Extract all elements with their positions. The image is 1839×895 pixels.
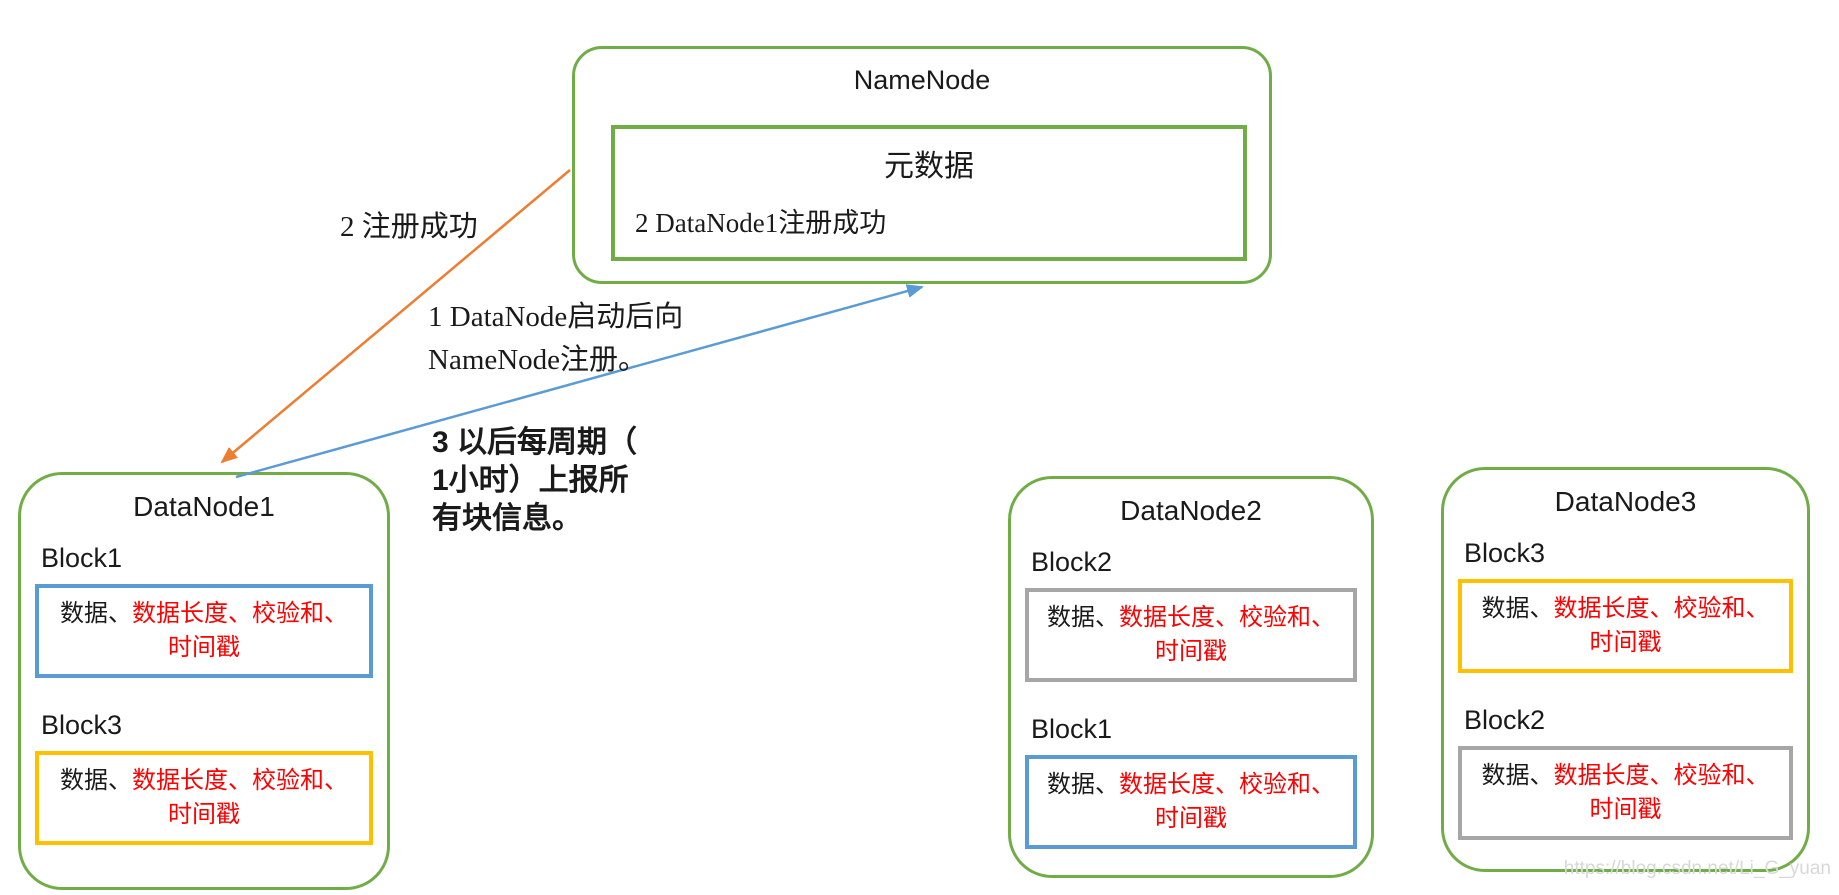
block-content-black: 数据、 — [1481, 595, 1554, 622]
annotation-step3: 3 以后每周期（ 1小时）上报所 有块信息。 — [432, 424, 637, 538]
annotation-step1: 1 DataNode启动后向 NameNode注册。 — [428, 296, 683, 382]
datanode2-title: DataNode2 — [1120, 495, 1262, 526]
block-content-black: 数据、 — [1481, 762, 1554, 789]
namenode-title: NameNode — [853, 65, 991, 95]
annotation-step3-line3: 有块信息。 — [432, 502, 582, 535]
block-content-red: 数据长度、校验和、 — [1119, 604, 1335, 631]
namenode-box: NameNode 元数据 2 DataNode1注册成功 — [572, 46, 1272, 284]
block-content-black: 数据、 — [60, 767, 132, 794]
block-content-red: 数据长度、校验和、 — [1553, 762, 1770, 789]
block-content-black: 数据、 — [1047, 604, 1119, 631]
metadata-note: 2 DataNode1注册成功 — [635, 208, 887, 238]
block-label: Block2 — [1464, 705, 1546, 735]
annotation-step3-line1: 3 以后每周期（ — [432, 426, 638, 459]
block-content-box: 数据、数据长度、校验和、 时间戳 — [1025, 588, 1357, 682]
annotation-step2: 2 注册成功 — [340, 211, 478, 243]
block-content-red: 时间戳 — [1155, 805, 1227, 832]
watermark: https://blog.csdn.net/Li_G_yuan — [1563, 858, 1831, 879]
metadata-box: 元数据 2 DataNode1注册成功 — [611, 125, 1247, 261]
datanode3-title: DataNode3 — [1554, 486, 1697, 517]
block-label: Block2 — [1031, 547, 1113, 577]
block-content-box: 数据、数据长度、校验和、 时间戳 — [1458, 746, 1793, 840]
block-content-red: 时间戳 — [1155, 638, 1227, 665]
block-content-red: 数据长度、校验和、 — [132, 767, 348, 794]
block-content-box: 数据、数据长度、校验和、 时间戳 — [1025, 755, 1357, 849]
block-content-red: 数据长度、校验和、 — [1119, 771, 1335, 798]
block-content-red: 时间戳 — [1589, 796, 1662, 823]
block-content-box: 数据、数据长度、校验和、 时间戳 — [35, 584, 373, 678]
metadata-title: 元数据 — [884, 150, 974, 183]
block-content-black: 数据、 — [60, 600, 132, 627]
annotation-step3-line2: 1小时）上报所 — [432, 464, 629, 497]
block-content-box: 数据、数据长度、校验和、 时间戳 — [35, 751, 373, 845]
block-label: Block3 — [41, 710, 123, 740]
block-content-red: 数据长度、校验和、 — [1553, 595, 1770, 622]
block-label: Block1 — [41, 543, 123, 573]
block-content-red: 时间戳 — [1589, 629, 1662, 656]
block-content-red: 数据长度、校验和、 — [132, 600, 348, 627]
block-content-black: 数据、 — [1047, 771, 1119, 798]
annotation-step1-line1: 1 DataNode启动后向 — [428, 301, 684, 333]
datanode2-box: DataNode2 Block2 数据、数据长度、校验和、 时间戳 Block1… — [1008, 476, 1374, 878]
block-label: Block1 — [1031, 714, 1113, 744]
block-content-red: 时间戳 — [168, 634, 240, 661]
datanode1-box: DataNode1 Block1 数据、数据长度、校验和、 时间戳 Block3… — [18, 472, 390, 890]
block-content-box: 数据、数据长度、校验和、 时间戳 — [1458, 579, 1793, 673]
block-content-red: 时间戳 — [168, 801, 240, 828]
annotation-step1-line2: NameNode注册。 — [428, 344, 648, 376]
block-label: Block3 — [1464, 538, 1546, 568]
datanode1-title: DataNode1 — [133, 491, 275, 522]
datanode3-box: DataNode3 Block3 数据、数据长度、校验和、 时间戳 Block2… — [1441, 467, 1810, 872]
